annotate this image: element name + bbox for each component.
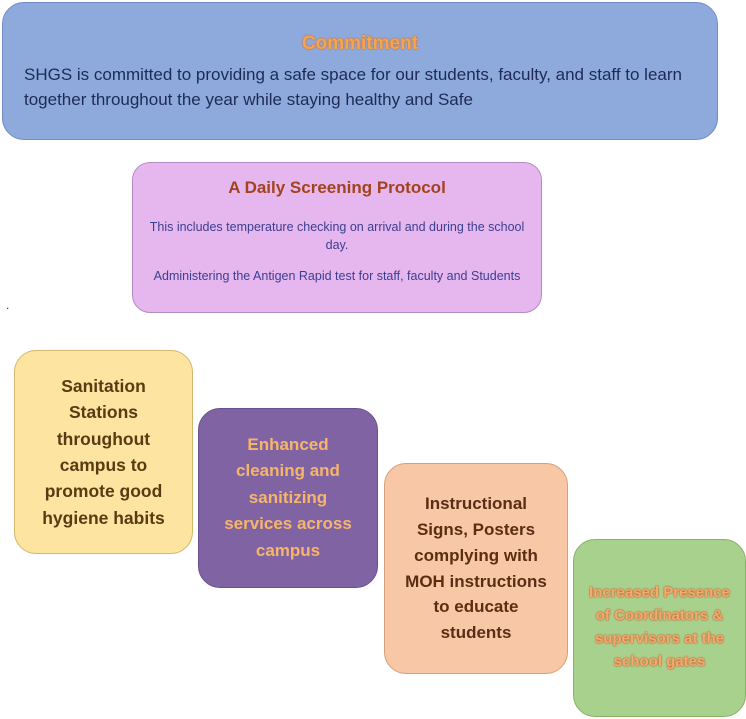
step-enhanced-cleaning-text: Enhanced cleaning and sanitizing service… [224, 434, 352, 560]
commitment-text: SHGS is committed to providing a safe sp… [24, 65, 682, 109]
screening-antigen-text: Administering the Antigen Rapid test for… [153, 269, 521, 283]
screening-protocol-box: A Daily Screening Protocol This includes… [132, 162, 542, 313]
step-enhanced-cleaning: Enhanced cleaning and sanitizing service… [198, 408, 378, 588]
step-instructional-signs: Instructional Signs, Posters complying w… [384, 463, 568, 674]
step-increased-presence-text: Increased Presence of Coordinators & sup… [589, 584, 730, 670]
screening-temperature-text: This includes temperature checking on ar… [149, 220, 525, 252]
step-instructional-signs-text: Instructional Signs, Posters complying w… [405, 493, 547, 643]
step-sanitation-stations: Sanitation Stations throughout campus to… [14, 350, 193, 554]
step-sanitation-stations-text: Sanitation Stations throughout campus to… [42, 376, 165, 528]
stray-dot: . [6, 298, 10, 312]
screening-title: A Daily Screening Protocol [228, 178, 446, 197]
commitment-title: Commitment [301, 33, 419, 54]
step-increased-presence: Increased Presence of Coordinators & sup… [573, 539, 746, 717]
commitment-box: Commitment SHGS is committed to providin… [2, 2, 718, 140]
